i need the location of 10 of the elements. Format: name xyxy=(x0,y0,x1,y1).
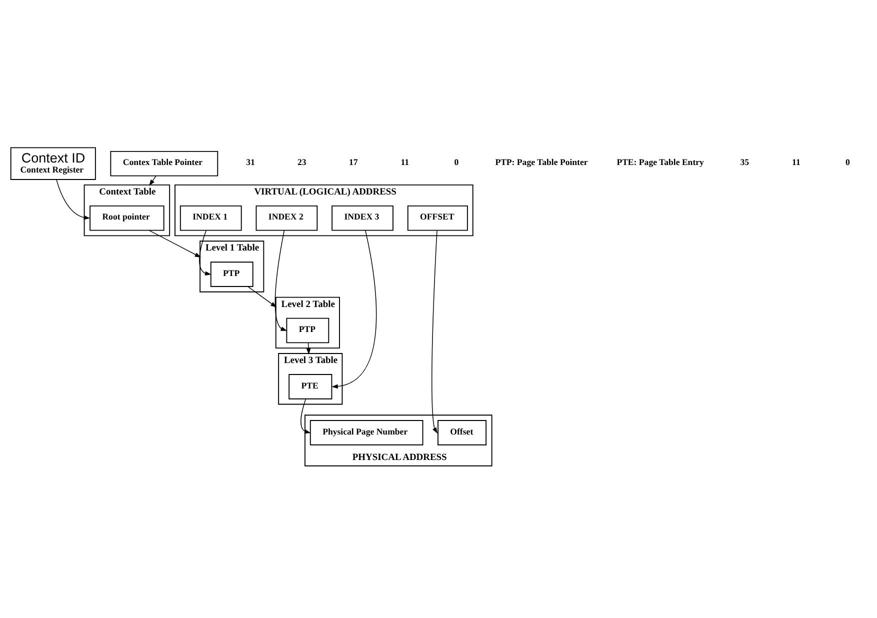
label: 17 xyxy=(348,156,358,167)
label: 23 xyxy=(298,156,306,167)
label: 0 xyxy=(454,156,459,167)
label: 0 xyxy=(846,156,850,167)
label: PTE: Page Table Entry xyxy=(616,156,704,167)
label: 11 xyxy=(400,156,410,167)
label: 11 xyxy=(792,156,800,167)
label: PTP: Page Table Pointer xyxy=(495,156,588,167)
label: 35 xyxy=(740,156,750,167)
label: 31 xyxy=(246,156,255,167)
